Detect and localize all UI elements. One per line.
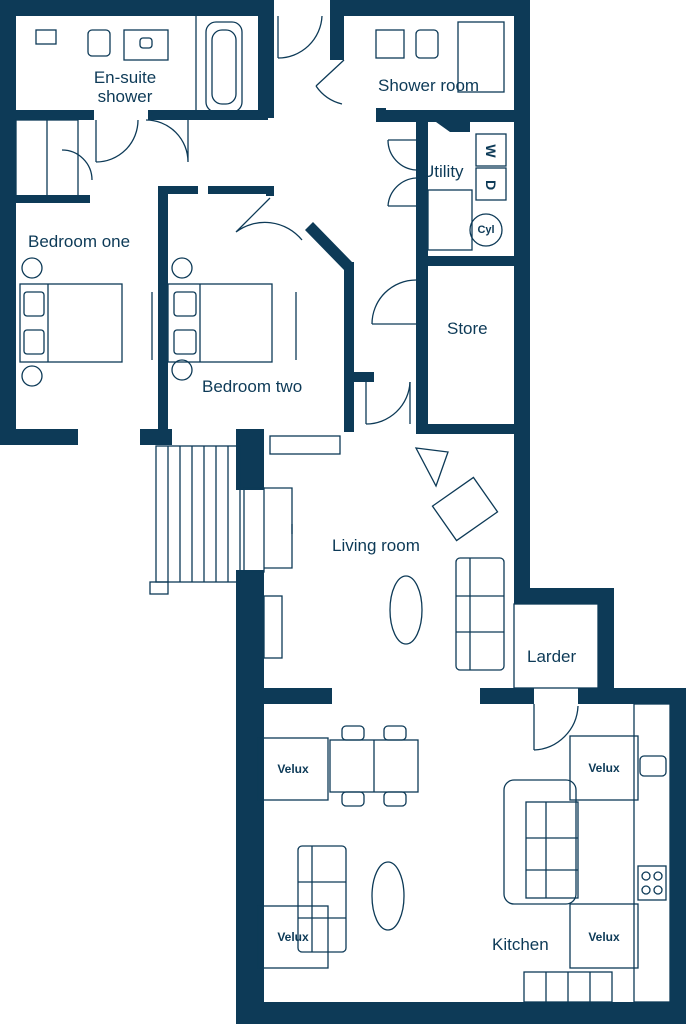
washer-label: W [483, 144, 499, 158]
room-label-larder: Larder [527, 647, 577, 666]
dryer-label: D [483, 179, 499, 191]
room-label-kitchen: Kitchen [492, 935, 549, 954]
room-label-ensuite: En-suite shower [93, 68, 157, 106]
fixtures-lines [15, 15, 671, 1003]
velux-label-3: Velux [588, 761, 620, 775]
cylinder-label: Cyl [477, 224, 495, 236]
velux-label-1: Velux [277, 762, 309, 776]
room-label-living-room: Living room [332, 536, 420, 555]
velux-label-2: Velux [277, 930, 309, 944]
velux-label-4: Velux [588, 930, 620, 944]
room-label-utility: Utility [422, 162, 464, 181]
room-label-store: Store [447, 319, 488, 338]
room-label-bedroom-one: Bedroom one [28, 232, 131, 251]
room-label-shower-room: Shower room [378, 76, 480, 95]
room-label-bedroom-two: Bedroom two [202, 377, 303, 396]
